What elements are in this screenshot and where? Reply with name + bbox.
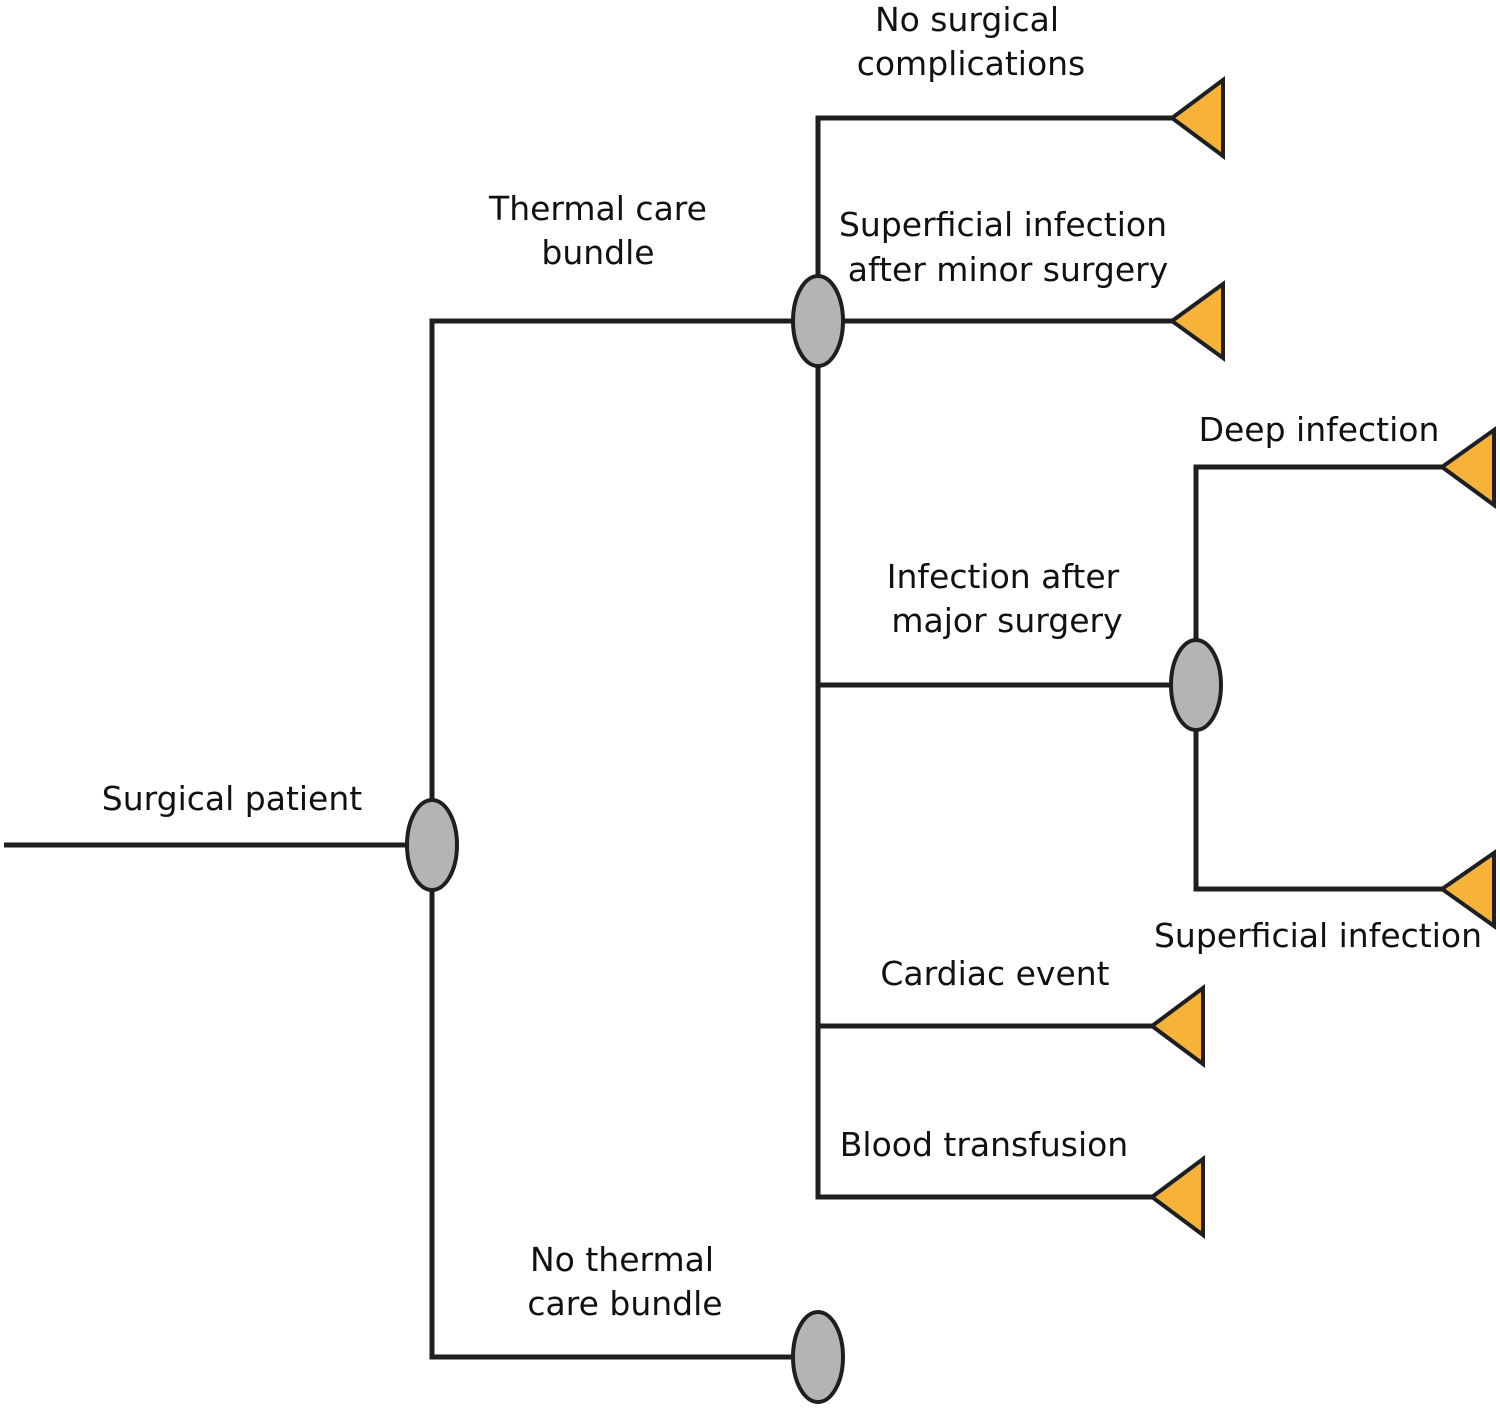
no-thermal-care-chance-node: [791, 1310, 845, 1404]
infection-major-chance-node: [1169, 638, 1223, 732]
deep-infection-label: Deep infection: [1199, 410, 1440, 449]
superficial-minor-terminal-node: [1168, 280, 1225, 362]
deep-infection-branch: [1193, 464, 1442, 641]
blood-transfusion-label: Blood transfusion: [840, 1125, 1128, 1164]
no-complications-branch: [815, 115, 1172, 278]
no-thermal-care-label-line2: care bundle: [527, 1284, 722, 1323]
no-complications-terminal-node: [1168, 76, 1225, 160]
superficial-minor-label-line1: Superficial infection: [839, 205, 1167, 244]
root-chance-node: [405, 798, 459, 892]
superficial-infection-label: Superficial infection: [1154, 916, 1482, 955]
cardiac-event-terminal-node: [1148, 984, 1205, 1068]
thermal-care-label-line2: bundle: [541, 233, 654, 272]
infection-major-label-line1: Infection after: [887, 557, 1120, 596]
deep-infection-terminal-node: [1438, 426, 1496, 509]
thermal-care-label-line1: Thermal care: [488, 189, 707, 228]
terminal-nodes: [1148, 76, 1496, 1239]
superficial-minor-label-line2: after minor surgery: [848, 250, 1168, 289]
branch-lines: [4, 115, 1442, 1360]
thermal-care-chance-node: [791, 274, 845, 368]
no-thermal-care-label-line1: No thermal: [530, 1240, 714, 1279]
infection-major-label-line2: major surgery: [891, 601, 1122, 640]
blood-transfusion-terminal-node: [1148, 1155, 1205, 1239]
superficial-infection-branch: [1193, 729, 1442, 892]
branch-labels: Surgical patient Thermal care bundle No …: [102, 0, 1482, 1323]
chance-nodes: [405, 274, 1223, 1404]
root-label: Surgical patient: [102, 779, 362, 818]
no-complications-label-line2: complications: [857, 44, 1086, 83]
no-thermal-care-branch: [429, 870, 795, 1360]
thermal-care-branch: [429, 318, 795, 820]
no-complications-label-line1: No surgical: [875, 0, 1059, 39]
cardiac-event-label: Cardiac event: [880, 954, 1109, 993]
superficial-infection-terminal-node: [1438, 849, 1496, 930]
lower-outcomes-trunk: [815, 364, 1152, 1200]
